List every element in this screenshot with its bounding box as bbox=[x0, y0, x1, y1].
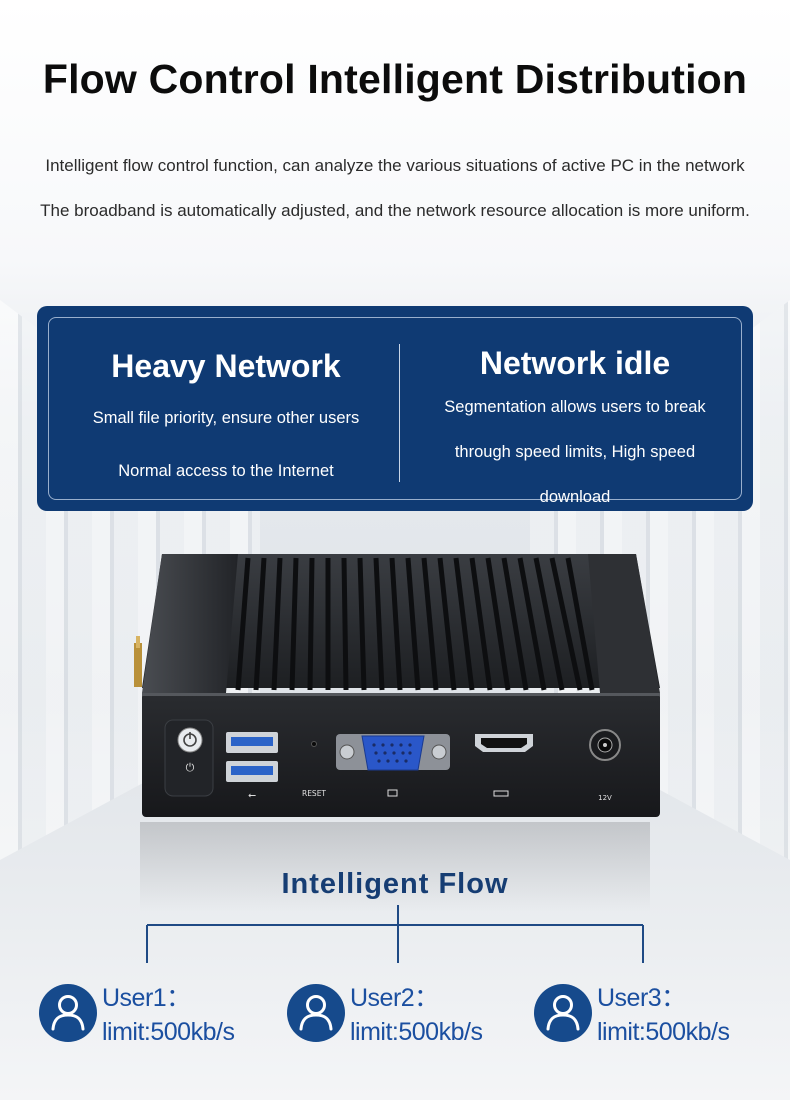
user-name: User2： bbox=[350, 984, 439, 1012]
user-name: User3： bbox=[597, 984, 686, 1012]
mini-pc-device: ⏻ ⭠ RESET 12V bbox=[134, 554, 660, 817]
user-icon bbox=[39, 984, 97, 1042]
dc-power-label: 12V bbox=[598, 794, 612, 802]
flow-tree-connector bbox=[146, 905, 644, 963]
dc-power-icon: 12V bbox=[589, 729, 621, 802]
network-mode-panel: Heavy Network Small file priority, ensur… bbox=[37, 306, 753, 511]
user-limit: limit:500kb/s bbox=[102, 1018, 235, 1046]
reset-hole bbox=[311, 741, 317, 747]
usb-ports: ⭠ bbox=[226, 732, 278, 801]
user-limit: limit:500kb/s bbox=[597, 1018, 730, 1046]
network-idle-line-2: through speed limits, High speed bbox=[454, 443, 696, 461]
antenna-connector bbox=[134, 643, 142, 687]
user-name: User1： bbox=[102, 984, 191, 1012]
network-idle-line-3: download bbox=[539, 488, 611, 506]
user-limit: limit:500kb/s bbox=[350, 1018, 483, 1046]
hdmi-port-icon bbox=[475, 734, 533, 797]
device-reflection bbox=[140, 822, 650, 912]
heatsink-fins bbox=[235, 557, 595, 691]
network-idle-line-1: Segmentation allows users to break bbox=[444, 398, 706, 416]
panel-border bbox=[48, 317, 742, 500]
network-idle-column: Network idle Segmentation allows users t… bbox=[405, 306, 745, 517]
heavy-network-line-2: Normal access to the Internet bbox=[118, 462, 334, 480]
user-icon bbox=[287, 984, 345, 1042]
vga-port-icon bbox=[336, 734, 450, 797]
panel-divider bbox=[399, 344, 400, 482]
heavy-network-line-1: Small file priority, ensure other users bbox=[92, 409, 360, 427]
user-icon bbox=[534, 984, 592, 1042]
power-icon: ⏻ bbox=[186, 761, 195, 774]
usb-icon: ⭠ bbox=[248, 790, 256, 801]
network-idle-heading: Network idle bbox=[479, 345, 671, 381]
subtitle-line-1: Intelligent flow control function, can a… bbox=[45, 156, 745, 175]
intelligent-flow-title: Intelligent Flow bbox=[281, 868, 509, 900]
heavy-network-column: Heavy Network Small file priority, ensur… bbox=[55, 306, 397, 491]
reset-label: RESET bbox=[302, 789, 326, 798]
heatsink-top bbox=[142, 554, 660, 688]
subtitle-line-2: The broadband is automatically adjusted,… bbox=[40, 201, 750, 220]
page-title: Flow Control Intelligent Distribution bbox=[42, 56, 748, 102]
power-button: ⏻ bbox=[164, 719, 214, 797]
heavy-network-heading: Heavy Network bbox=[111, 348, 341, 384]
